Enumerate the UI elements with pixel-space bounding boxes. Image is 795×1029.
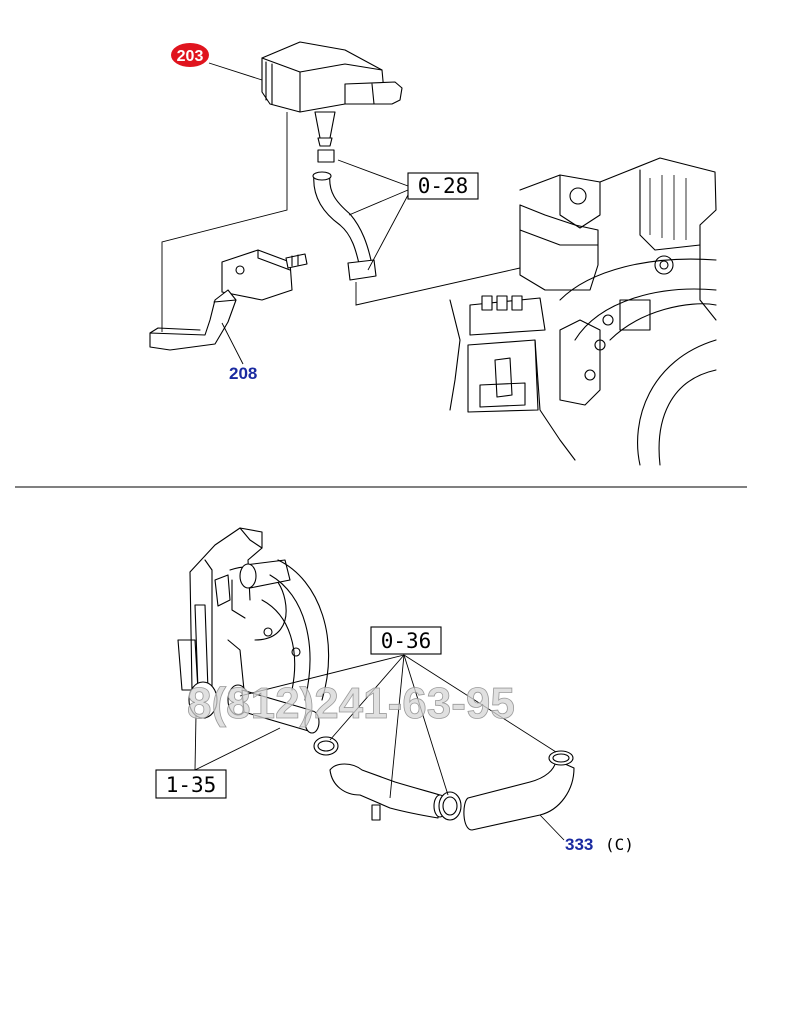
part-203-badge <box>171 43 209 67</box>
ref-box-036[interactable]: 0-36 <box>370 626 442 655</box>
engine-block-drawing <box>449 157 717 466</box>
upper-assembly: 203 0-28 208 <box>149 41 717 466</box>
lower-leader-lines <box>194 654 565 841</box>
ref-028-frame <box>407 172 479 200</box>
part-333-suffix: (C) <box>605 835 634 854</box>
part-208-label[interactable]: 208 <box>229 364 257 383</box>
ref-135-label: 1-35 <box>166 773 217 797</box>
lower-assembly: 0-36 1-35 333 (C) 8(812)241-63-95 <box>155 527 634 854</box>
ref-028-label: 0-28 <box>418 174 469 198</box>
ref-036-label: 0-36 <box>381 629 432 653</box>
callout-333[interactable]: 333 (C) <box>565 835 634 854</box>
engine-housing-drawing <box>177 527 330 701</box>
hose-upper-drawing <box>312 149 377 281</box>
ref-036-frame <box>370 626 442 655</box>
ref-box-135[interactable]: 1-35 <box>155 769 227 799</box>
sensor-unit-203-drawing <box>261 41 403 147</box>
ref-135-frame <box>155 769 227 799</box>
upper-leader-lines <box>161 62 521 365</box>
ref-box-028[interactable]: 0-28 <box>407 172 479 200</box>
part-203-label: 203 <box>177 48 204 65</box>
bracket-208-drawing <box>149 249 308 351</box>
part-333-label: 333 <box>565 835 593 854</box>
coolant-hose-drawing <box>188 681 575 831</box>
watermark-phone: 8(812)241-63-95 <box>187 679 515 728</box>
callout-203[interactable]: 203 <box>171 43 209 67</box>
